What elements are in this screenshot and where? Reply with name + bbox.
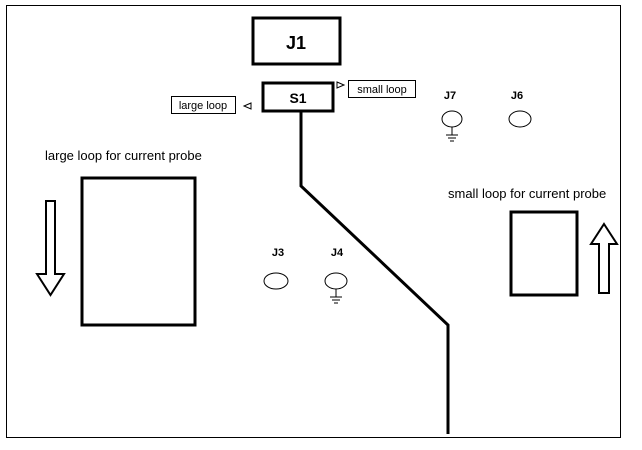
switch-s1-label: S1 bbox=[289, 90, 306, 106]
large-loop-tag-box bbox=[171, 96, 236, 114]
small-loop-caption: small loop for current probe bbox=[448, 186, 606, 201]
connector-j4-label: J4 bbox=[331, 247, 344, 259]
connector-j7-label: J7 bbox=[444, 90, 456, 102]
ground-symbol-j4-icon bbox=[330, 289, 342, 304]
signal-trace bbox=[299, 111, 450, 434]
large-loop-pointer-icon bbox=[242, 102, 252, 110]
connector-j3-pad-icon bbox=[263, 272, 289, 290]
small-current-probe-loop bbox=[509, 210, 579, 297]
small-loop-pointer-icon bbox=[336, 81, 346, 89]
connector-j7-pad-icon bbox=[441, 110, 463, 128]
connector-j3-label: J3 bbox=[272, 247, 284, 259]
connector-j1-label: J1 bbox=[286, 33, 306, 53]
connector-j6-pad-icon bbox=[508, 110, 532, 128]
switch-s1-box bbox=[261, 81, 335, 113]
large-loop-caption: large loop for current probe bbox=[45, 148, 202, 163]
small-loop-tag-box bbox=[348, 80, 416, 98]
small-loop-tag-label: small loop bbox=[357, 84, 407, 96]
large-current-probe-loop bbox=[80, 176, 197, 327]
connector-j6-label: J6 bbox=[511, 90, 523, 102]
connector-j1-box bbox=[251, 16, 342, 66]
arrow-down-icon bbox=[35, 200, 66, 297]
outer-frame bbox=[6, 5, 621, 438]
large-loop-tag-label: large loop bbox=[179, 100, 227, 112]
ground-symbol-j7-icon bbox=[446, 127, 458, 142]
arrow-up-icon bbox=[589, 222, 619, 294]
connector-j4-pad-icon bbox=[324, 272, 348, 290]
